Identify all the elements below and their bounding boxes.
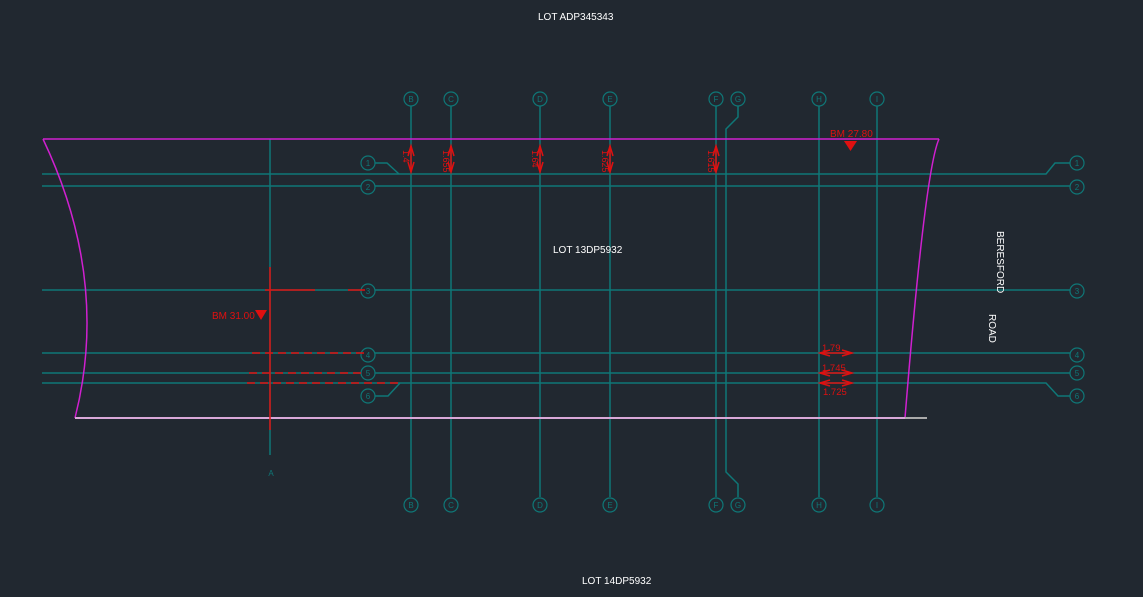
dimension-arrow-icon [536,143,544,175]
grid-row-label: 3 [366,287,371,296]
dimensions: 1.4 1.655 1.64 1.625 1.615 1.79 1.745 1.725 [401,143,855,398]
grid-bubble [811,91,827,107]
boundary-right [904,138,940,419]
grid-bubble [403,497,419,513]
grid-row-line [42,162,1070,175]
grid-column-label: C [448,95,454,104]
grid-bubble [532,91,548,107]
dimension-label: 1.615 [706,150,716,173]
grid-bubble [532,497,548,513]
dimension-arrow-icon [606,143,614,175]
lot-center-label: LOT 13DP5932 [553,245,623,256]
grid-row-label: 6 [1075,392,1080,401]
grid-bubble [360,388,376,404]
grid-row-leader [375,382,401,397]
grid-bubble [1069,347,1085,363]
grid-row-label: 3 [1075,287,1080,296]
dimension-label: 1.625 [600,150,610,173]
grid-column-label: G [735,501,741,510]
grid-bubble [730,91,746,107]
grid-bubble [1069,388,1085,404]
grid-bubble [403,91,419,107]
grid-bubble [1069,365,1085,381]
bm-left-label: BM 31.00 [212,311,255,322]
grid-column-label: F [714,95,719,104]
grid-bubble [708,91,724,107]
grid-column-label: B [408,95,413,104]
grid-column-line [725,106,739,497]
boundary-left [42,138,88,419]
grid-bubble [602,497,618,513]
dimension-label: 1.725 [823,387,847,398]
grid-row-label: 4 [366,351,371,360]
dimension-arrow-icon [447,143,455,175]
lot-top-label: LOT ADP345343 [538,12,614,23]
dimension-label: 1.4 [401,150,411,163]
grid-column-label: C [448,501,454,510]
grid-column-label: I [876,95,878,104]
grid-bubble [360,155,376,171]
bm-left-triangle-icon [255,310,267,320]
bm-top-label: BM 27.80 [830,129,873,140]
grid-column-label: G [735,95,741,104]
road-label-road: ROAD [986,314,997,343]
grid-bubble [1069,155,1085,171]
grid-bubble [443,497,459,513]
grid-column-label: A [268,469,274,478]
road-label-beresford: BERESFORD [994,231,1005,293]
dimension-label: 1.745 [822,363,846,374]
grid-row-label: 5 [1075,369,1080,378]
grid-column-label: F [714,501,719,510]
grid-row-label: 6 [366,392,371,401]
dimension-label: 1.64 [530,150,540,168]
grid-lines: A B B C C D D E E F F G G H H I I 1 1 2 2 3 3 4 4 5 5 6 6 [42,91,1085,513]
grid-column-label: D [537,95,543,104]
grid-bubble [708,497,724,513]
grid-bubble [1069,179,1085,195]
dimension-arrow-icon [817,369,855,377]
grid-column-label: D [537,501,543,510]
grid-bubble [602,91,618,107]
grid-row-label: 2 [1075,183,1080,192]
grid-bubble [360,179,376,195]
grid-bubble [443,91,459,107]
grid-column-label: E [607,95,612,104]
grid-column-label: E [607,501,612,510]
dimension-arrow-icon [817,379,855,387]
grid-column-label: H [816,95,822,104]
dimension-arrow-icon [712,143,720,175]
dimension-label: 1.655 [441,150,451,173]
dimension-arrow-icon [817,349,855,357]
dimension-arrow-icon [407,143,415,175]
grid-bubble [360,347,376,363]
dimension-label: 1.79 [822,343,841,354]
grid-column-label: H [816,501,822,510]
red-section-line [247,267,400,430]
grid-bubble [869,91,885,107]
grid-bubble [811,497,827,513]
grid-bubble [730,497,746,513]
grid-row-leader [375,162,400,175]
grid-row-label: 1 [1075,159,1080,168]
lot-bottom-label: LOT 14DP5932 [582,576,652,587]
grid-column-label: I [876,501,878,510]
grid-bubble [1069,283,1085,299]
grid-bubble [360,283,376,299]
grid-bubble [869,497,885,513]
grid-row-label: 2 [366,183,371,192]
bm-top-triangle-icon [844,141,857,151]
grid-row-label: 1 [366,159,371,168]
grid-row-label: 5 [366,369,371,378]
grid-row-line [42,382,1070,397]
grid-column-label: B [408,501,413,510]
grid-row-label: 4 [1075,351,1080,360]
